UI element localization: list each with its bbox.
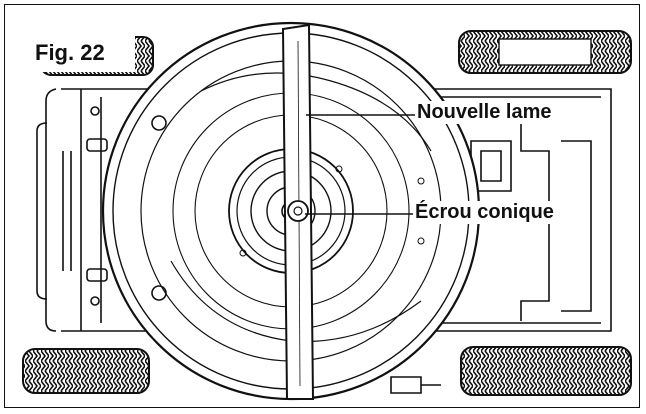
mower-underside-diagram <box>22 21 632 401</box>
wheel-rear-right <box>460 346 632 396</box>
callout-cone-nut: Écrou conique <box>413 201 556 224</box>
callout-new-blade: Nouvelle lame <box>415 101 554 124</box>
figure-label: Fig. 22 <box>23 34 135 72</box>
wheel-rear-left <box>458 30 632 74</box>
wheel-front-right <box>22 348 150 394</box>
